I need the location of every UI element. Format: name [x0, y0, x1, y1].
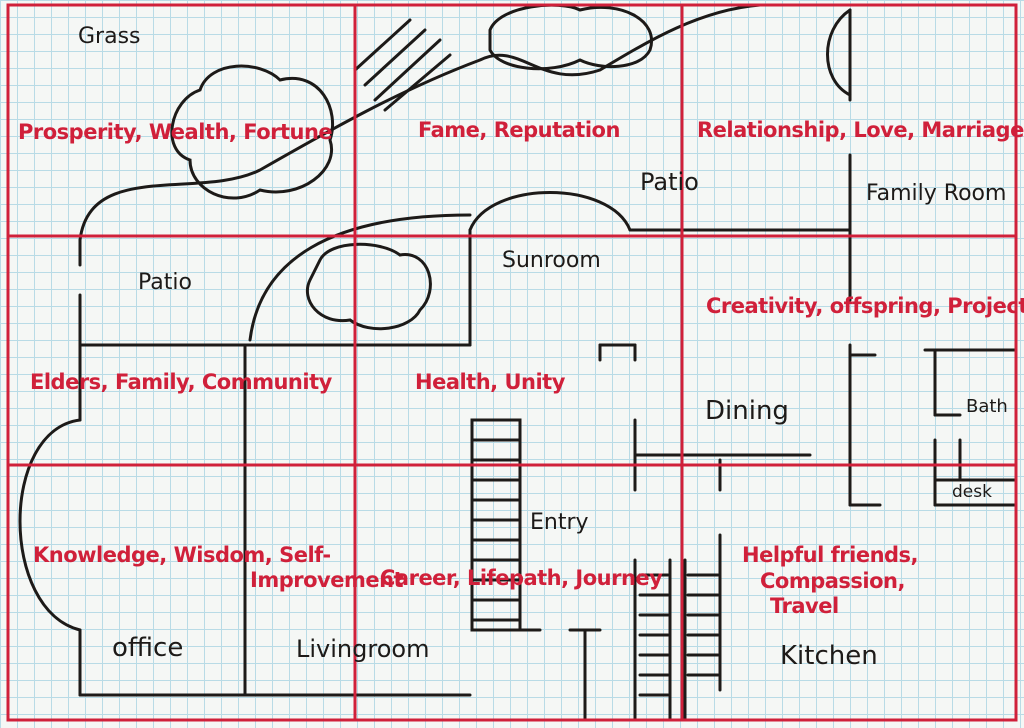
label-helpful-2: Compassion,	[760, 569, 905, 593]
label-relationship: Relationship, Love, Marriage	[697, 118, 1024, 142]
patio-arc	[248, 213, 472, 342]
label-entry: Entry	[530, 510, 589, 535]
label-sunroom: Sunroom	[502, 248, 601, 273]
label-prosperity: Prosperity, Wealth, Fortune	[18, 120, 333, 144]
stairs-top	[353, 18, 452, 112]
label-creativity: Creativity, offspring, Projects	[706, 294, 1024, 318]
sunroom-arch	[468, 191, 632, 232]
label-health: Health, Unity	[415, 370, 565, 394]
label-desk: desk	[952, 482, 992, 502]
label-grass: Grass	[78, 24, 141, 49]
label-livingroom: Livingroom	[296, 635, 430, 663]
label-bath: Bath	[966, 396, 1008, 417]
tree-1	[170, 64, 335, 200]
label-helpful-3: Travel	[770, 594, 839, 618]
label-elders: Elders, Family, Community	[30, 370, 332, 394]
office-bay	[18, 418, 82, 632]
label-fame: Fame, Reputation	[418, 118, 620, 142]
tree-3	[305, 242, 432, 331]
label-helpful-1: Helpful friends,	[742, 543, 919, 567]
label-office: office	[112, 633, 184, 663]
label-patio-left: Patio	[138, 270, 192, 295]
label-family-room: Family Room	[866, 181, 1007, 206]
label-patio-top: Patio	[640, 168, 699, 196]
label-career: Career, Lifepath, Journey	[380, 566, 663, 590]
path-curve	[78, 3, 762, 242]
label-knowledge: Knowledge, Wisdom, Self-	[33, 543, 331, 567]
label-knowledge-2: Improvement	[250, 568, 404, 592]
bagua-grid	[6, 3, 1018, 722]
stairs-entry	[470, 418, 522, 632]
label-kitchen: Kitchen	[780, 641, 878, 671]
garden-arc	[826, 8, 852, 97]
label-dining: Dining	[705, 396, 789, 426]
